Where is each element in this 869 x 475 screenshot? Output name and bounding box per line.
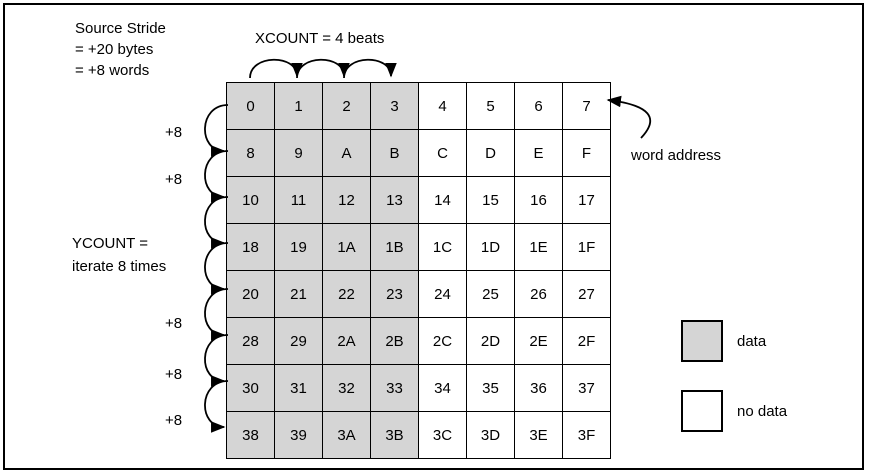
memory-word-cell: 2E [514, 317, 563, 365]
memory-word-cell: 26 [514, 270, 563, 318]
memory-word-cell: 20 [226, 270, 275, 318]
memory-word-cell: C [418, 129, 467, 177]
memory-word-cell: 10 [226, 176, 275, 224]
memory-word-cell: 12 [322, 176, 371, 224]
memory-word-cell: 1B [370, 223, 419, 271]
memory-word-cell: 0 [226, 82, 275, 130]
memory-word-cell: 3A [322, 411, 371, 459]
memory-word-cell: 2F [562, 317, 611, 365]
memory-word-cell: B [370, 129, 419, 177]
memory-word-cell: A [322, 129, 371, 177]
memory-word-cell: 32 [322, 364, 371, 412]
stride-tag: +8 [165, 366, 183, 383]
memory-word-cell: 3C [418, 411, 467, 459]
memory-word-cell: 2B [370, 317, 419, 365]
memory-word-cell: 1E [514, 223, 563, 271]
memory-word-cell: E [514, 129, 563, 177]
memory-word-cell: 13 [370, 176, 419, 224]
legend-item-no-data: no data [681, 390, 787, 432]
memory-word-cell: 15 [466, 176, 515, 224]
memory-word-cell: 16 [514, 176, 563, 224]
memory-word-cell: 3B [370, 411, 419, 459]
memory-word-cell: 39 [274, 411, 323, 459]
stride-tag: +8 [165, 171, 183, 188]
ycount-label: YCOUNT = iterate 8 times [72, 235, 167, 275]
memory-word-cell: 28 [226, 317, 275, 365]
memory-word-cell: 36 [514, 364, 563, 412]
memory-word-cell: 2D [466, 317, 515, 365]
memory-word-cell: 22 [322, 270, 371, 318]
memory-word-cell: 14 [418, 176, 467, 224]
memory-word-cell: 17 [562, 176, 611, 224]
memory-word-cell: 38 [226, 411, 275, 459]
memory-word-cell: 23 [370, 270, 419, 318]
source-stride-label: Source Stride = +20 bytes = +8 words [75, 20, 166, 79]
memory-word-cell: 30 [226, 364, 275, 412]
memory-word-cell: 3F [562, 411, 611, 459]
legend-swatch-no-data [681, 390, 723, 432]
memory-word-cell: 7 [562, 82, 611, 130]
memory-word-cell: 11 [274, 176, 323, 224]
memory-word-cell: 31 [274, 364, 323, 412]
stride-tag: +8 [165, 412, 183, 429]
memory-word-cell: 19 [274, 223, 323, 271]
legend-item-data: data [681, 320, 766, 362]
memory-word-cell: 5 [466, 82, 515, 130]
legend-label-no-data: no data [737, 402, 788, 420]
xcount-label: XCOUNT = 4 beats [255, 30, 385, 47]
legend-swatch-data [681, 320, 723, 362]
memory-word-cell: 1A [322, 223, 371, 271]
stride-tag: +8 [165, 124, 183, 141]
word-address-label: word address [631, 147, 722, 164]
memory-word-cell: 1F [562, 223, 611, 271]
memory-word-cell: 34 [418, 364, 467, 412]
diagram-frame [3, 3, 864, 470]
memory-word-cell: 1C [418, 223, 467, 271]
memory-word-cell: 37 [562, 364, 611, 412]
memory-word-cell: 33 [370, 364, 419, 412]
memory-word-cell: 18 [226, 223, 275, 271]
memory-word-cell: 8 [226, 129, 275, 177]
memory-word-cell: 6 [514, 82, 563, 130]
memory-word-cell: 24 [418, 270, 467, 318]
memory-word-cell: 3D [466, 411, 515, 459]
memory-word-cell: D [466, 129, 515, 177]
memory-word-cell: 21 [274, 270, 323, 318]
memory-word-cell: F [562, 129, 611, 177]
memory-word-cell: 1D [466, 223, 515, 271]
memory-word-cell: 9 [274, 129, 323, 177]
memory-word-cell: 25 [466, 270, 515, 318]
memory-word-cell: 1 [274, 82, 323, 130]
memory-word-cell: 4 [418, 82, 467, 130]
memory-word-cell: 3E [514, 411, 563, 459]
memory-word-cell: 27 [562, 270, 611, 318]
memory-word-cell: 3 [370, 82, 419, 130]
stride-tag: +8 [165, 315, 183, 332]
memory-word-cell: 29 [274, 317, 323, 365]
memory-word-cell: 2 [322, 82, 371, 130]
memory-word-cell: 2A [322, 317, 371, 365]
memory-word-cell: 35 [466, 364, 515, 412]
memory-word-cell: 2C [418, 317, 467, 365]
legend-label-data: data [737, 332, 767, 350]
